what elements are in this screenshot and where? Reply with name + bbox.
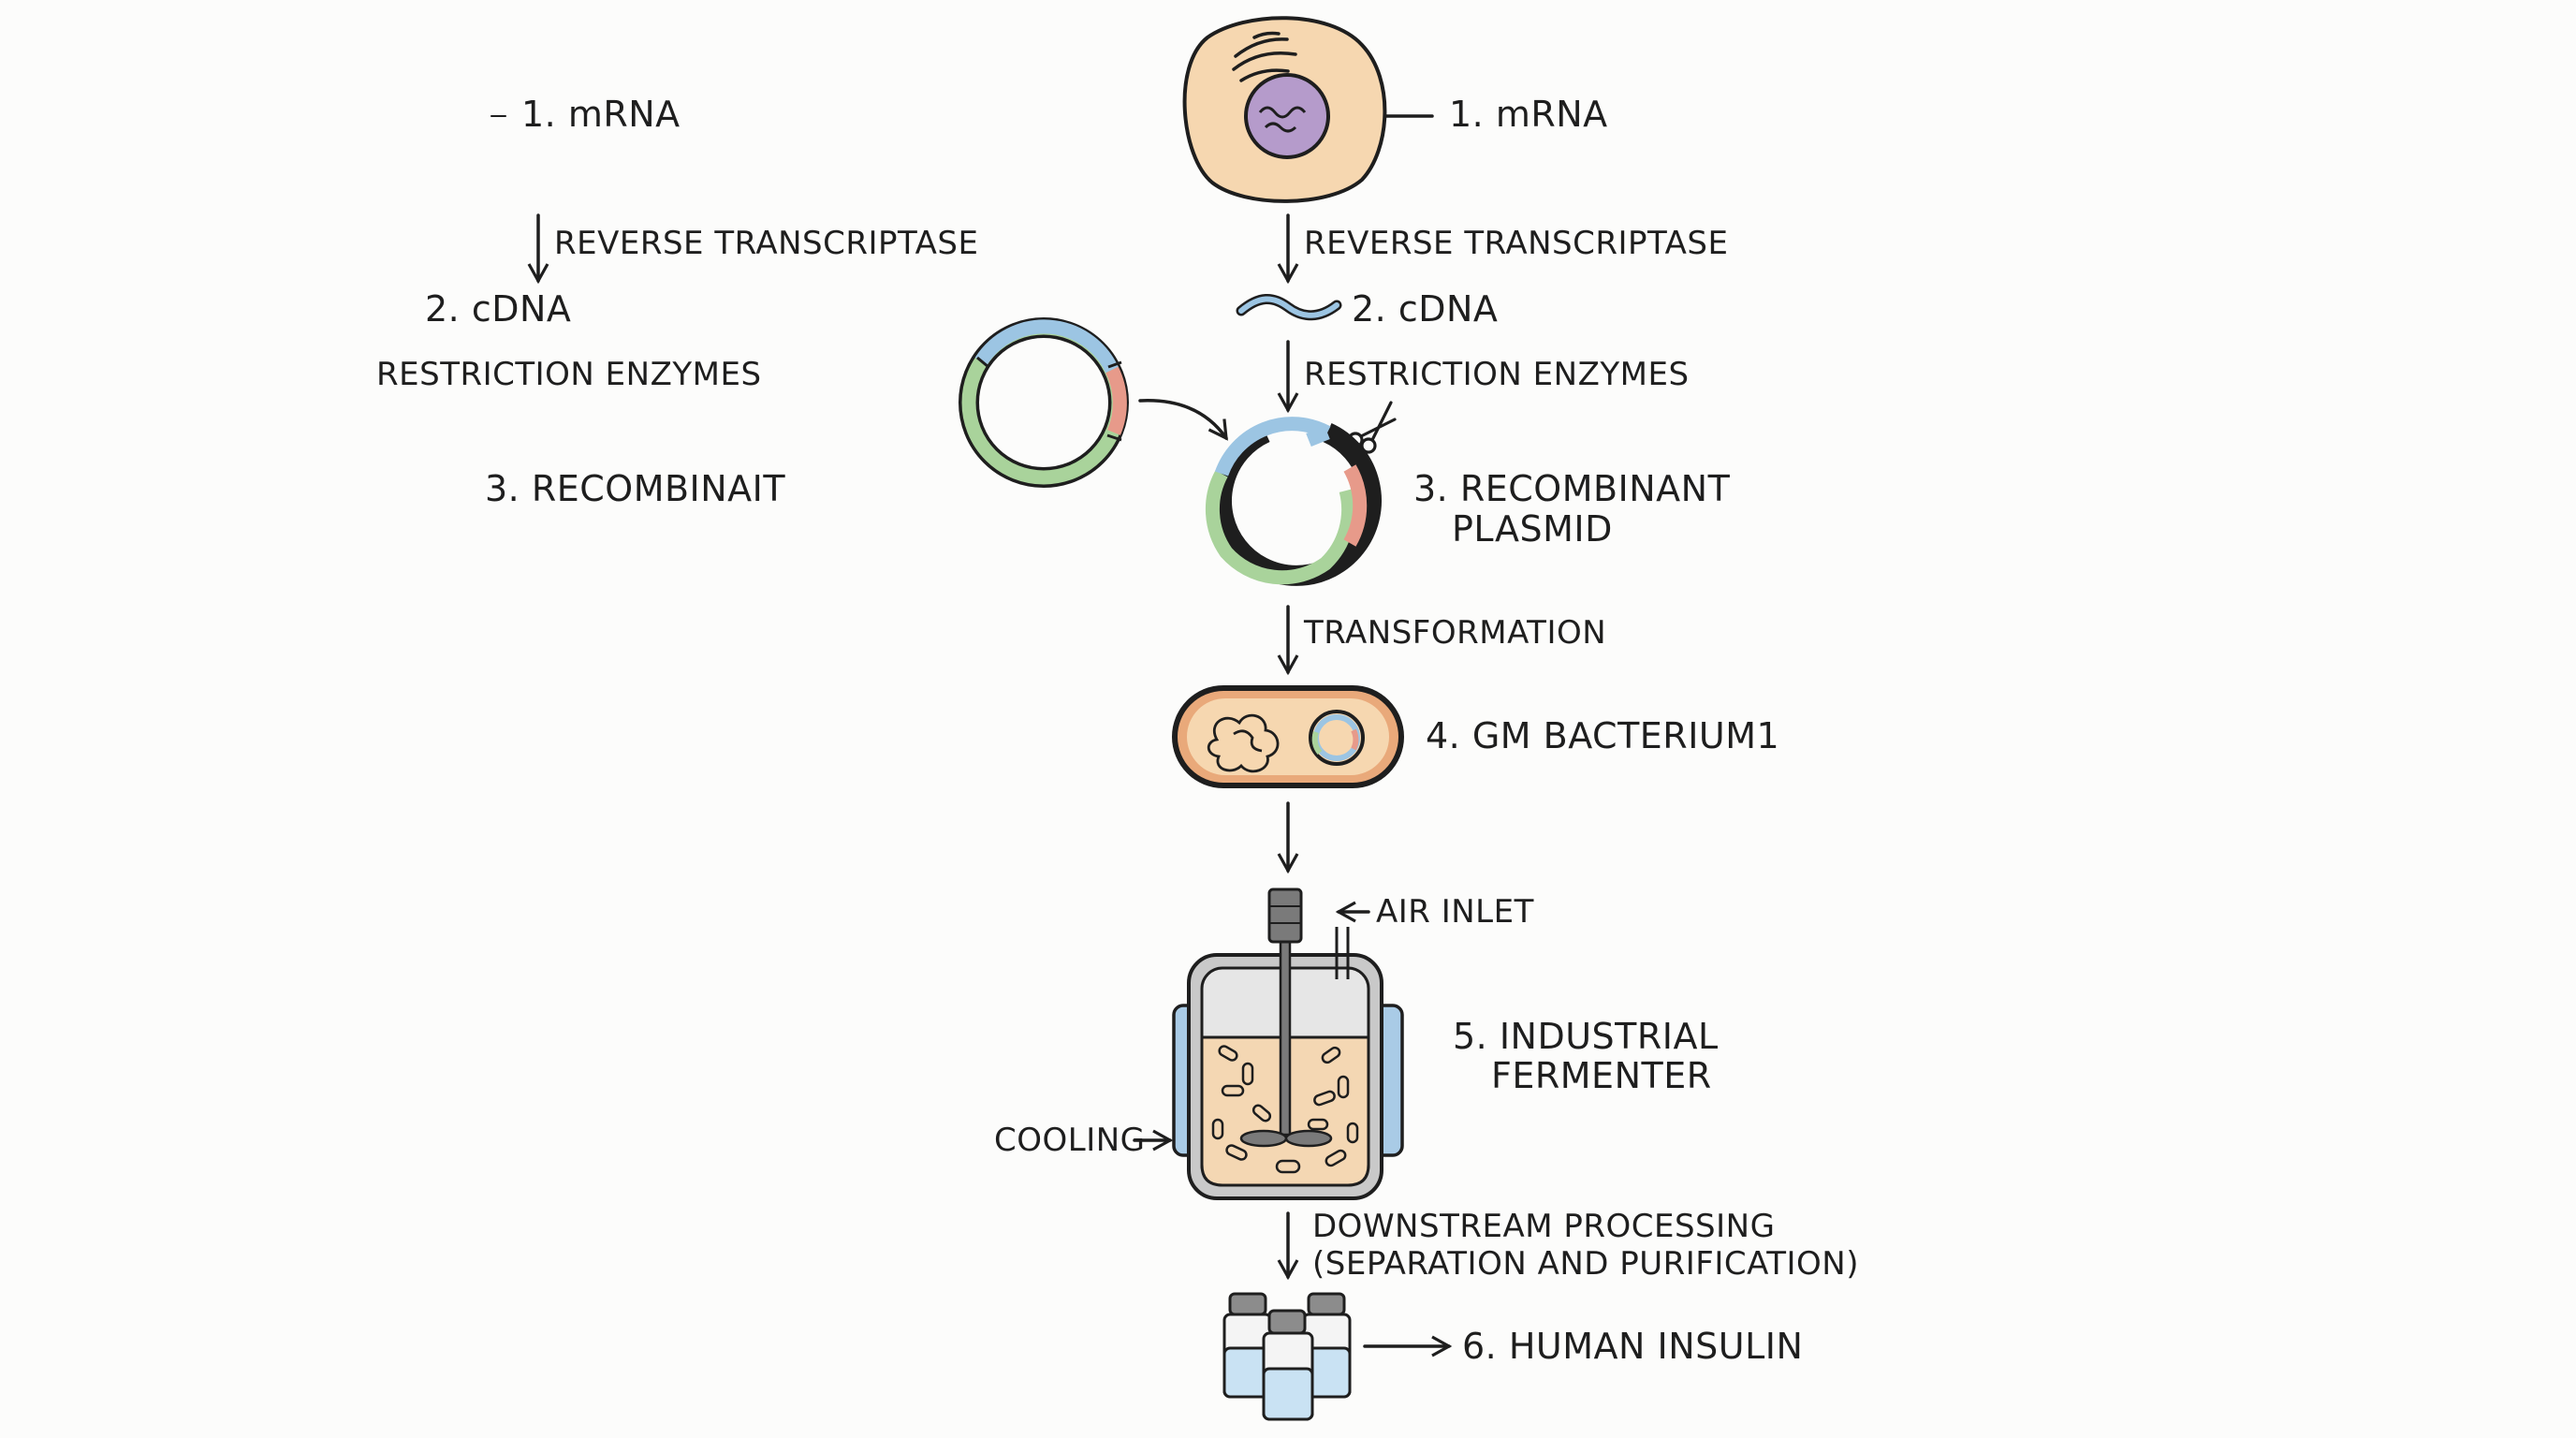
fermenter-label-1: 5. INDUSTRIAL <box>1453 1016 1719 1057</box>
gm-bacterium-label: 4. GM BACTERIUM1 <box>1426 715 1780 756</box>
plasmid-icon <box>959 317 1129 488</box>
cdna-label: 2. cDNA <box>1352 288 1499 330</box>
left-mrna-label: 1. mRNA <box>521 94 681 135</box>
bacterial-plasmid-icon <box>1309 710 1365 766</box>
recombinant-plasmid-icon <box>1205 417 1382 586</box>
cooling-label: COOLING <box>994 1122 1146 1159</box>
arrow-plasmid-to-recombinant <box>1138 399 1228 441</box>
mrna-label: 1. mRNA <box>1449 94 1608 135</box>
left-cdna-label: 2. cDNA <box>425 288 572 330</box>
left-reverse-transcriptase-label: REVERSE TRANSCRIPTASE <box>554 225 979 262</box>
stirrer-icon <box>1239 888 1333 1148</box>
insulin-vials-icon <box>1222 1292 1352 1421</box>
recombinant-plasmid-label-1: 3. RECOMBINANT <box>1413 468 1731 509</box>
left-restriction-enzymes-label: RESTRICTION ENZYMES <box>376 356 762 393</box>
gm-bacterium-icon <box>1172 685 1404 788</box>
cell-icon <box>1182 16 1387 203</box>
air-inlet-pipe-icon <box>1335 927 1350 979</box>
fermenter-label-2: FERMENTER <box>1491 1055 1712 1096</box>
scissors-icon <box>1347 401 1397 454</box>
transformation-label: TRANSFORMATION <box>1304 614 1607 652</box>
human-insulin-label: 6. HUMAN INSULIN <box>1462 1326 1804 1367</box>
left-recombinant-label: 3. RECOMBINAIT <box>485 468 786 509</box>
downstream-label-1: DOWNSTREAM PROCESSING <box>1312 1208 1776 1245</box>
vial-right <box>1301 1292 1352 1399</box>
vial-left <box>1222 1292 1273 1399</box>
bacterial-chromosome-icon <box>1207 713 1280 773</box>
mrna-strand-icon <box>1258 106 1307 119</box>
fermenter-icon <box>1172 888 1404 1200</box>
golgi-icon <box>1232 31 1297 82</box>
recombinant-plasmid-label-2: PLASMID <box>1452 508 1613 550</box>
downstream-label-2: (SEPARATION AND PURIFICATION) <box>1312 1245 1859 1283</box>
cells-in-broth <box>1211 1045 1359 1174</box>
restriction-enzymes-label: RESTRICTION ENZYMES <box>1304 356 1690 393</box>
air-inlet-label: AIR INLET <box>1376 893 1534 931</box>
reverse-transcriptase-label: REVERSE TRANSCRIPTASE <box>1304 225 1729 262</box>
vial-center <box>1262 1309 1314 1421</box>
